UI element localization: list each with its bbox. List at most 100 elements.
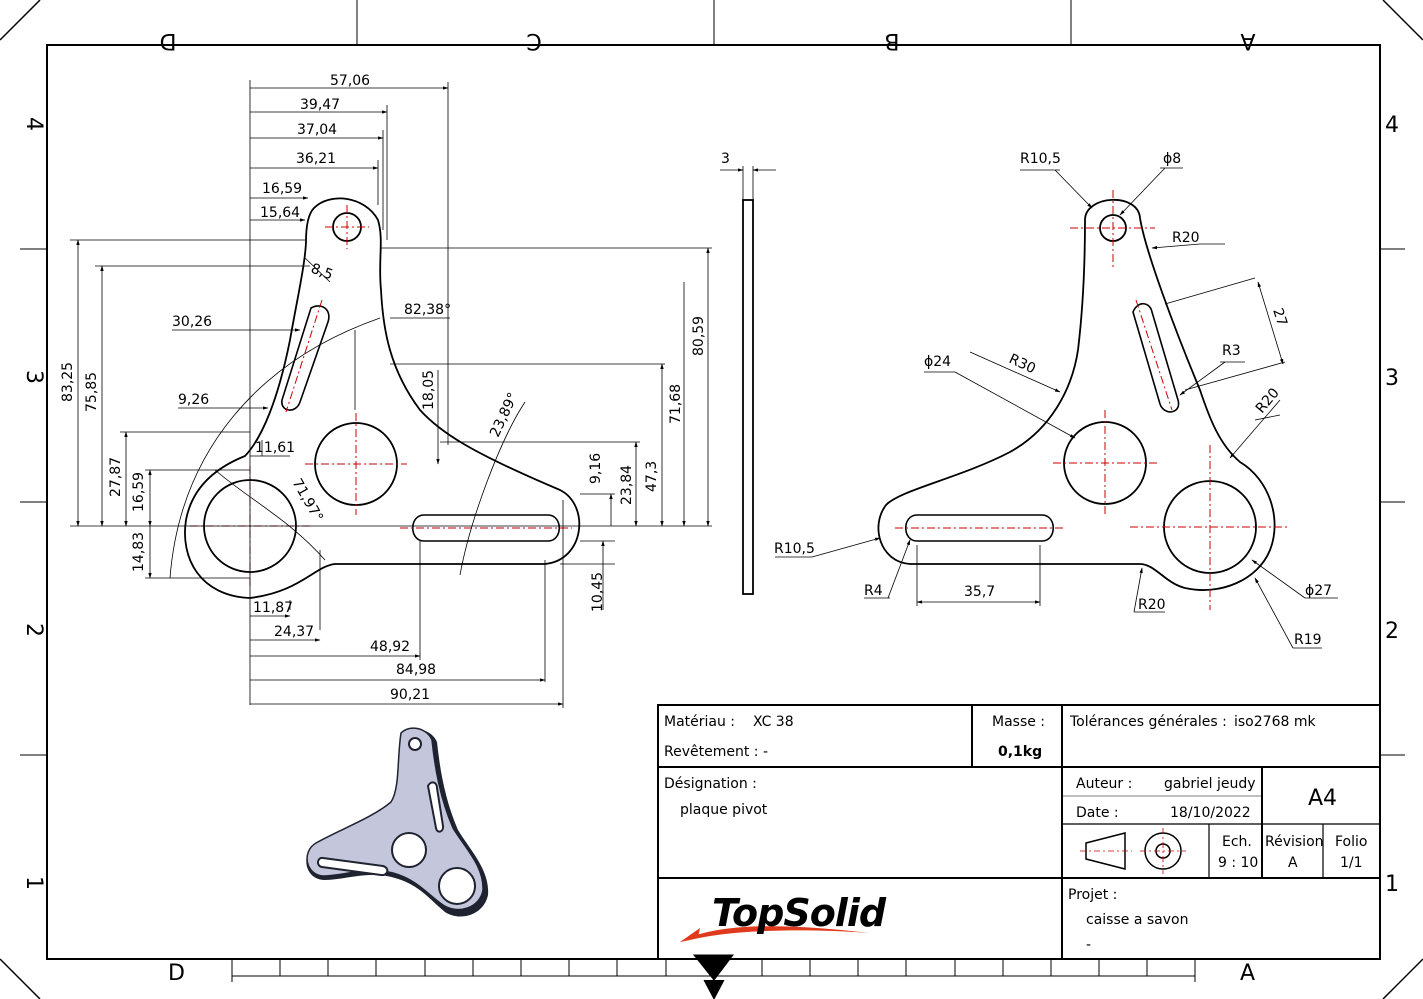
- zone-col-d-top: D: [160, 28, 177, 53]
- dim-71-68: 71,68: [668, 384, 684, 424]
- revision-label: Révision: [1265, 834, 1324, 850]
- dim-82-38-deg: 82,38°: [404, 302, 451, 318]
- dim-16-59-top: 16,59: [262, 181, 302, 197]
- projet-extra: -: [1086, 937, 1091, 953]
- dim-24-37: 24,37: [274, 624, 314, 640]
- revision-value: A: [1288, 855, 1298, 871]
- zone-labels-bottom: D A: [168, 961, 1255, 986]
- label-r20-top: R20: [1172, 230, 1200, 246]
- dim-47-3: 47,3: [644, 461, 660, 492]
- date-value: 18/10/2022: [1170, 805, 1251, 821]
- label-r10-5-left: R10,5: [774, 541, 815, 557]
- zone-row-1-left: 1: [21, 876, 46, 890]
- dim-23-89-deg: 23,89°: [487, 390, 521, 439]
- dim-18-05: 18,05: [421, 370, 437, 410]
- dim-15-64: 15,64: [260, 205, 300, 221]
- zone-col-c-top: C: [526, 28, 541, 53]
- format-value: A4: [1308, 786, 1337, 811]
- auteur-label: Auteur :: [1076, 776, 1132, 792]
- front-outline: [184, 197, 581, 599]
- front-angled-slot: [281, 305, 330, 411]
- label-r3: R3: [1222, 343, 1241, 359]
- dim-9-26: 9,26: [178, 392, 209, 408]
- right-horizontal-slot: [904, 514, 1055, 542]
- label-dia24: ϕ24: [924, 354, 951, 370]
- dim-14-83: 14,83: [131, 532, 147, 572]
- date-label: Date :: [1076, 805, 1119, 821]
- right-centerlines: [895, 190, 1290, 610]
- title-block-texts: Matériau : XC 38 Revêtement : - Masse : …: [664, 714, 1367, 953]
- designation-label: Désignation :: [664, 776, 757, 792]
- dim-75-85: 75,85: [84, 372, 100, 412]
- tolerances-value: iso2768 mk: [1234, 714, 1316, 730]
- designation-value: plaque pivot: [680, 802, 768, 818]
- zone-col-d-bottom: D: [168, 961, 185, 986]
- iso-angled-slot: [426, 781, 445, 833]
- revetement-label: Revêtement : -: [664, 744, 768, 760]
- dim-37-04: 37,04: [297, 122, 337, 138]
- dim-84-98: 84,98: [396, 662, 436, 678]
- zone-ticks: [20, 0, 1405, 756]
- drawing-frame: [46, 44, 1381, 960]
- title-block: [657, 704, 1381, 960]
- label-r10-5-top: R10,5: [1020, 151, 1061, 167]
- label-dia8: ϕ8: [1163, 151, 1181, 167]
- label-r20-bottom: R20: [1138, 597, 1166, 613]
- projection-symbol: [1080, 828, 1186, 874]
- zone-labels-top: D C B A: [160, 28, 1256, 53]
- dim-83-25: 83,25: [60, 362, 76, 402]
- projet-value: caisse a savon: [1086, 912, 1188, 928]
- dim-39-47: 39,47: [300, 97, 340, 113]
- dim-57-06: 57,06: [330, 73, 370, 89]
- front-dimension-texts: 57,06 39,47 37,04 36,21 16,59 15,64 83,2…: [60, 73, 707, 703]
- label-35-7: 35,7: [964, 584, 995, 600]
- label-r30: R30: [1006, 351, 1038, 377]
- iso-pivot-hole: [408, 737, 422, 751]
- zone-row-2-right: 2: [1385, 619, 1399, 644]
- zone-row-3-right: 3: [1385, 366, 1399, 391]
- iso-big-hole: [438, 867, 476, 905]
- right-view: [877, 198, 1276, 591]
- iso-center-hole: [391, 832, 427, 868]
- label-r4: R4: [864, 583, 883, 599]
- zone-row-2-left: 2: [21, 623, 46, 637]
- label-r19: R19: [1294, 632, 1322, 648]
- zone-col-a-bottom: A: [1240, 961, 1255, 986]
- label-dia27: ϕ27: [1305, 583, 1332, 599]
- front-horizontal-slot: [411, 514, 561, 542]
- folio-label: Folio: [1335, 834, 1367, 850]
- dim-27-87: 27,87: [108, 457, 124, 497]
- tolerances-label: Tolérances générales :: [1069, 714, 1227, 730]
- auteur-value: gabriel jeudy: [1164, 776, 1256, 792]
- right-dimension-texts: R10,5 ϕ8 R20 27 R3 ϕ24 R30 R20 R10,5 R4 …: [774, 151, 1332, 648]
- iso-view: [306, 727, 489, 917]
- side-view: 3: [720, 151, 776, 595]
- dim-48-92: 48,92: [370, 639, 410, 655]
- zone-labels-left: 4 3 2 1: [21, 117, 46, 890]
- topsolid-logo: TopSolid: [680, 891, 888, 942]
- dim-10-45: 10,45: [590, 572, 606, 612]
- dim-11-61: 11,61: [255, 440, 295, 456]
- zone-labels-right: 4 3 2 1: [1385, 113, 1399, 897]
- dim-36-21: 36,21: [296, 151, 336, 167]
- projection-marker: [692, 954, 735, 999]
- ech-label: Ech.: [1222, 834, 1252, 850]
- right-outline: [877, 198, 1276, 591]
- folio-value: 1/1: [1340, 855, 1363, 871]
- iso-horizontal-slot: [317, 856, 389, 877]
- dim-8-5: 8,5: [309, 261, 335, 284]
- dim-90-21: 90,21: [390, 687, 430, 703]
- dim-9-16: 9,16: [588, 453, 604, 484]
- dim-11-87: 11,87: [253, 600, 293, 616]
- zone-row-1-right: 1: [1385, 872, 1399, 897]
- materiau-label: Matériau :: [664, 714, 735, 730]
- zone-row-4-right: 4: [1385, 113, 1399, 138]
- logo-swoosh: [680, 926, 870, 942]
- projet-label: Projet :: [1068, 887, 1117, 903]
- logo-text: TopSolid: [712, 891, 887, 935]
- zone-row-4-left: 4: [21, 117, 46, 131]
- dim-16-59-left: 16,59: [131, 472, 147, 512]
- label-27: 27: [1269, 306, 1290, 328]
